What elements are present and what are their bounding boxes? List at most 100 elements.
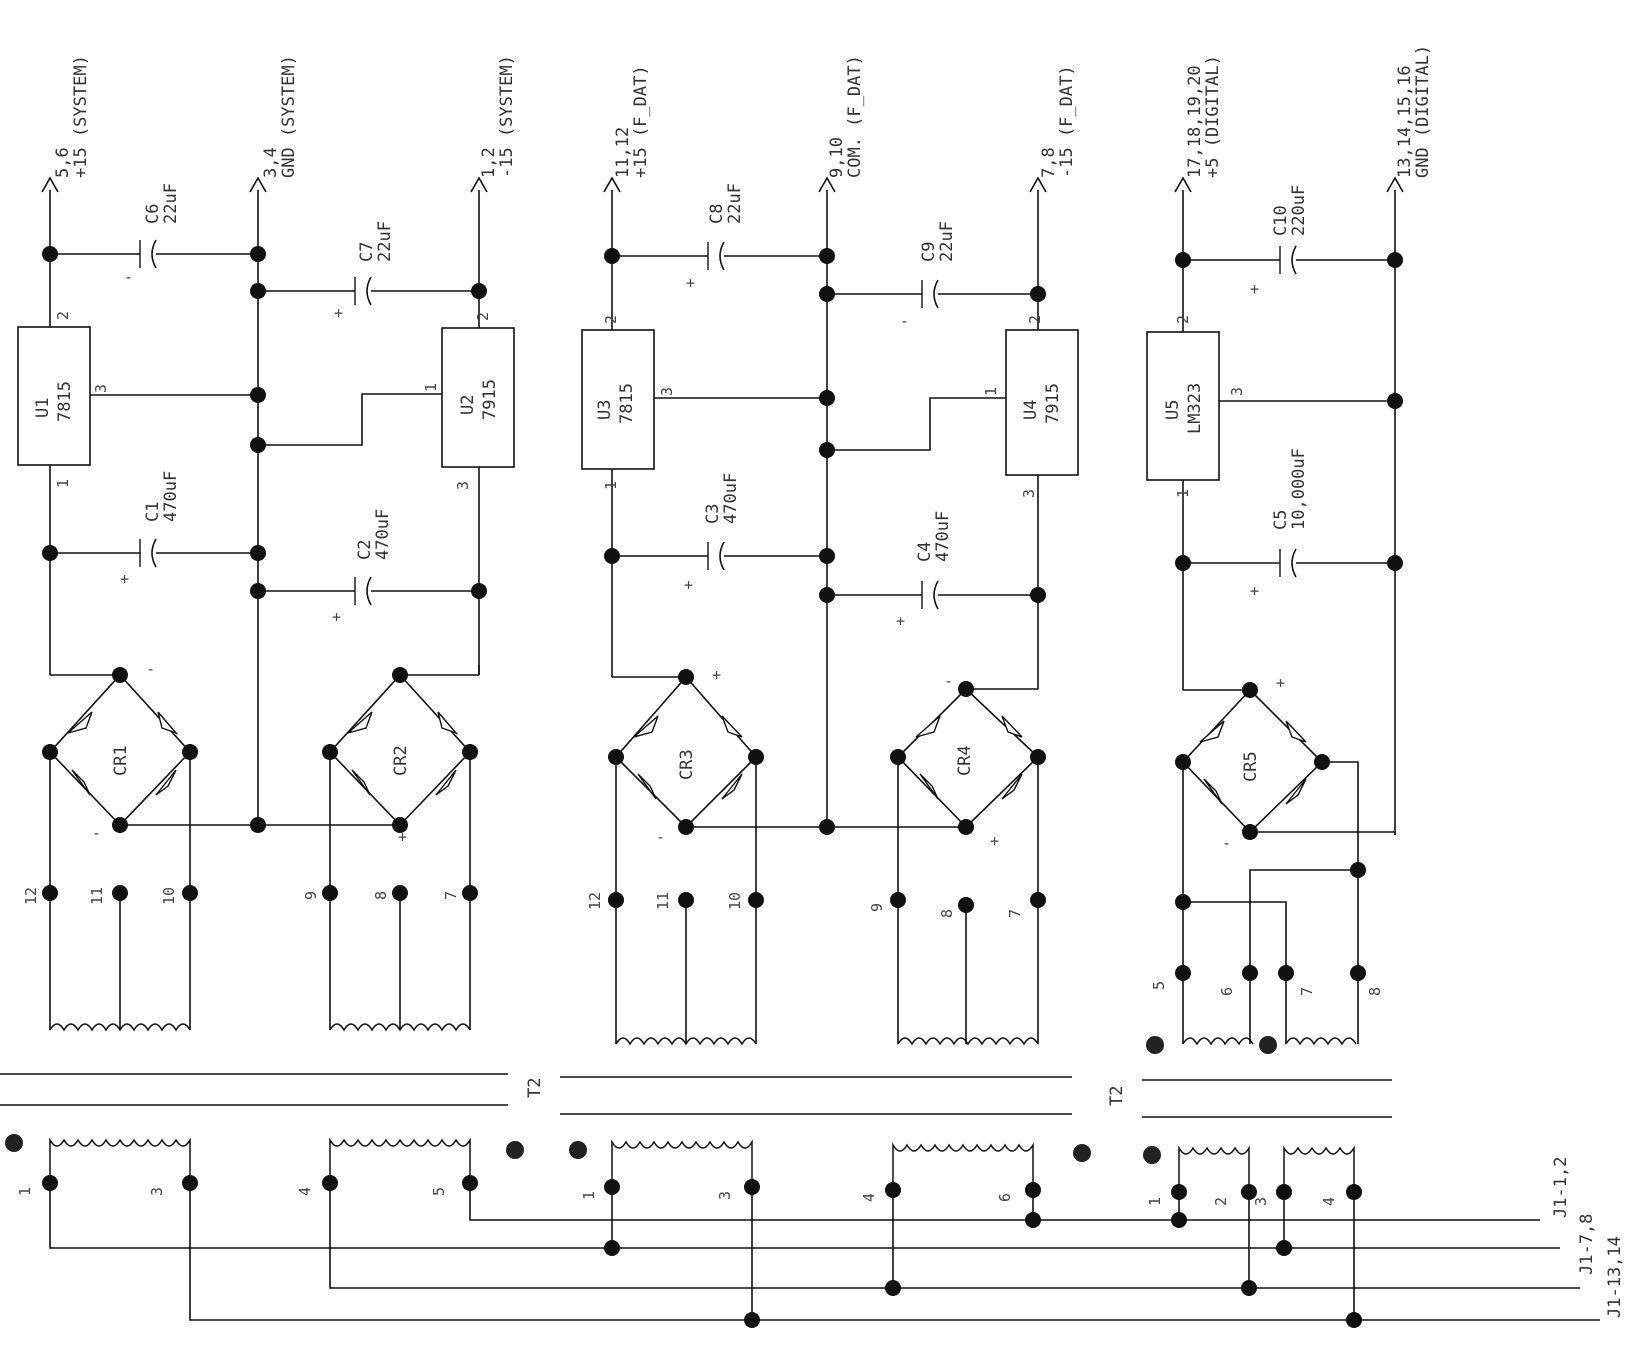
pri3-pin3: 3 <box>1252 1197 1270 1206</box>
u3-pin2: 2 <box>602 315 620 324</box>
u4-pin3: 3 <box>1020 489 1038 498</box>
pri3-pin1: 1 <box>1146 1197 1164 1206</box>
u2-pin1: 1 <box>422 383 440 392</box>
c3-label: C3 <box>703 504 723 524</box>
c4-value: 470uF <box>933 511 953 562</box>
sec3-pin10: 10 <box>726 892 744 910</box>
sec5-pin5: 5 <box>1150 981 1168 990</box>
pri2-pin6: 6 <box>996 1193 1014 1202</box>
sec4-pin9: 9 <box>868 903 886 912</box>
c5-value: 10,000uF <box>1289 448 1309 530</box>
sec3-pin12: 12 <box>586 892 604 910</box>
u5-pin3: 3 <box>1228 387 1246 396</box>
transformer-2-label: T2 <box>1107 1086 1127 1106</box>
u3-part: 7815 <box>617 383 637 424</box>
output-8-pins: 13,14,15,16 <box>1395 65 1415 178</box>
c2-value: 470uF <box>373 509 393 560</box>
u3-pin1: 1 <box>602 481 620 490</box>
pri1-pin1: 1 <box>16 1187 34 1196</box>
transformer-1-label: T2 <box>525 1078 545 1098</box>
output-2-net: GND (SYSTEM) <box>279 55 299 178</box>
u4-label: U4 <box>1021 400 1041 420</box>
cr2-label: CR2 <box>391 745 411 776</box>
output-8-net: GND (DIGITAL) <box>1413 45 1433 178</box>
c5-plus: + <box>1250 582 1259 600</box>
c10-label: C10 <box>1271 205 1291 236</box>
pri1-pin3: 3 <box>148 1187 166 1196</box>
cr4-top-sign: - <box>944 672 953 690</box>
u4-pin2: 2 <box>1026 315 1044 324</box>
u3-pin3: 3 <box>658 387 676 396</box>
output-5-pins: 9,10 <box>827 137 847 178</box>
u1-pin3: 3 <box>92 384 110 393</box>
pri2-pin1: 1 <box>580 1191 598 1200</box>
output-6-pins: 7,8 <box>1039 147 1059 178</box>
output-5-net: COM. (F_DAT) <box>845 55 865 178</box>
u1-pin2: 2 <box>54 311 72 320</box>
sec1-pin10: 10 <box>160 887 178 905</box>
regulator-u5 <box>1146 331 1220 481</box>
sec2-pin7: 7 <box>442 891 460 900</box>
c9-minus: - <box>900 312 909 330</box>
sec3-pin11: 11 <box>654 892 672 910</box>
sec1-pin11: 11 <box>88 887 106 905</box>
sec1-pin12: 12 <box>22 887 40 905</box>
c8-label: C8 <box>707 204 727 224</box>
output-1-net: +15 (SYSTEM) <box>71 55 91 178</box>
cr5-label: CR5 <box>1241 751 1261 782</box>
connector-j1-1-2: J1-1,2 <box>1551 1157 1571 1218</box>
c9-label: C9 <box>919 242 939 262</box>
pri1-pin5: 5 <box>430 1187 448 1196</box>
c7-value: 22uF <box>375 221 395 262</box>
primary-windings: 1 3 4 5 1 3 4 6 1 2 3 4 <box>5 1134 1362 1206</box>
output-7-net: +5 (DIGITAL) <box>1203 55 1223 178</box>
sec5-pin7: 7 <box>1298 987 1316 996</box>
c7-label: C7 <box>357 242 377 262</box>
regulator-u2 <box>441 327 515 468</box>
u4-part: 7915 <box>1043 383 1063 424</box>
c6-label: C6 <box>143 204 163 224</box>
u5-part: LM323 <box>1185 383 1205 434</box>
cr1-top-sign: - <box>146 660 155 678</box>
cr3-top-sign: + <box>712 666 721 684</box>
c4-plus: + <box>896 612 905 630</box>
section-digital: + C10 220uF U5 LM323 2 3 1 + C5 10,000uF… <box>1146 185 1403 1054</box>
pri1-pin4: 4 <box>296 1187 314 1196</box>
output-4-pins: 11,12 <box>613 127 633 178</box>
u4-pin1: 1 <box>982 387 1000 396</box>
u5-pin1: 1 <box>1174 489 1192 498</box>
c4-label: C4 <box>915 542 935 562</box>
cr3-label: CR3 <box>677 749 697 780</box>
cr1-bot-sign: - <box>92 824 101 842</box>
c3-plus: + <box>684 576 693 594</box>
sec2-pin9: 9 <box>302 891 320 900</box>
output-1-pins: 5,6 <box>53 147 73 178</box>
pri3-pin4: 4 <box>1320 1197 1338 1206</box>
output-terminals: 5,6 +15 (SYSTEM) 3,4 GND (SYSTEM) 1,2 -1… <box>41 45 1433 193</box>
cr5-bot-sign: - <box>1222 834 1231 852</box>
regulator-u3 <box>581 329 655 470</box>
regulator-u1 <box>17 326 91 466</box>
sec5-pin8: 8 <box>1366 987 1384 996</box>
cr2-plus: + <box>398 828 407 846</box>
primary-bus: J1-1,2 J1-7,8 J1-13,14 <box>49 1157 1625 1328</box>
section-f-dat: + C8 22uF - C9 22uF U3 7815 2 3 1 U4 791… <box>581 183 1079 1046</box>
c8-plus: + <box>686 274 695 292</box>
output-4-net: +15 (F_DAT) <box>631 65 651 178</box>
cr1-label: CR1 <box>111 745 131 776</box>
c10-value: 220uF <box>1289 185 1309 236</box>
c6-minus: - <box>124 268 133 286</box>
output-2-pins: 3,4 <box>261 147 281 178</box>
cr5-top-sign: + <box>1276 674 1285 692</box>
output-3-net: -15 (SYSTEM) <box>497 55 517 178</box>
c1-label: C1 <box>143 502 163 522</box>
u1-label: U1 <box>33 398 53 418</box>
connector-j1-13-14: J1-13,14 <box>1605 1236 1625 1318</box>
output-6-net: -15 (F_DAT) <box>1057 65 1077 178</box>
connector-j1-7-8: J1-7,8 <box>1577 1214 1597 1275</box>
sec2-pin8: 8 <box>372 891 390 900</box>
u1-pin1: 1 <box>54 479 72 488</box>
pri3-pin2: 2 <box>1212 1197 1230 1206</box>
u2-pin3: 3 <box>454 481 472 490</box>
